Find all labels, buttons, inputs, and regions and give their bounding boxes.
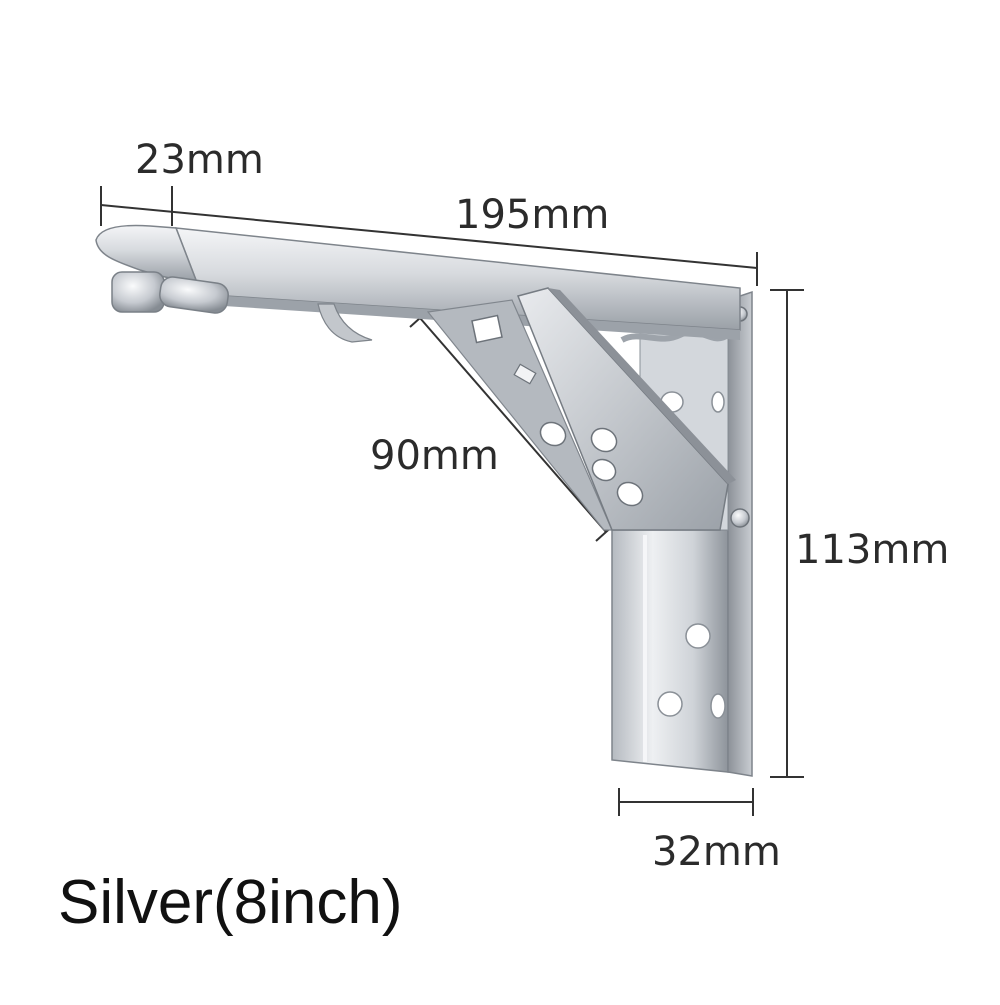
bracket-diagonal-brace [426, 287, 736, 531]
variant-caption: Silver(8inch) [58, 868, 403, 937]
mounting-hole [711, 391, 725, 413]
bracket-vertical-plate [611, 290, 753, 777]
dimension-label-23mm: 23mm [135, 137, 264, 183]
mounting-hole [710, 693, 726, 719]
dim-90-line [419, 317, 607, 533]
brace-slot [471, 314, 503, 344]
release-lever [317, 303, 373, 343]
dimension-label-90mm: 90mm [370, 433, 499, 479]
dimension-label-32mm: 32mm [652, 829, 781, 875]
dimension-label-113mm: 113mm [795, 527, 950, 573]
bracket-horizontal-arm [95, 224, 741, 343]
brace-hole [616, 481, 644, 507]
dimension-lines [100, 186, 804, 816]
dimension-label-195mm: 195mm [455, 192, 610, 238]
brace-hole [539, 421, 567, 447]
brace-hole [591, 458, 617, 482]
mounting-hole [685, 623, 711, 649]
rivet [730, 508, 750, 528]
dim-195-line [100, 204, 758, 269]
brace-hole [590, 427, 618, 453]
mounting-hole [657, 691, 683, 717]
release-knob [111, 271, 165, 313]
